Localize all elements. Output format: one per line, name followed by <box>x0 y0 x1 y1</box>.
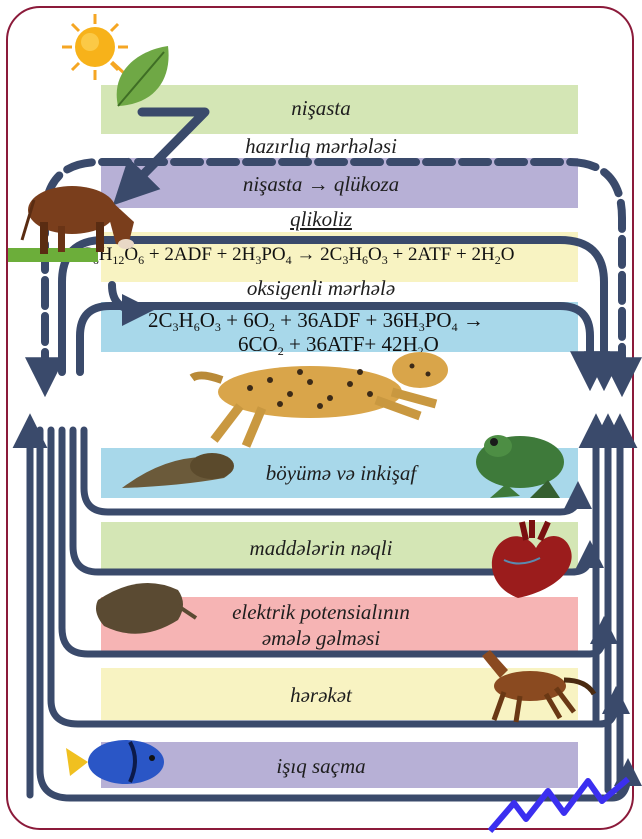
cheetah-icon <box>192 352 448 446</box>
watermark-icon <box>484 773 634 835</box>
heart-icon <box>492 520 572 598</box>
horse-icon <box>482 650 594 722</box>
fish-icon <box>66 740 164 784</box>
stingray-icon <box>96 583 196 634</box>
frog-icon <box>476 435 564 498</box>
cow-icon <box>8 186 134 262</box>
leaf-icon <box>117 46 169 106</box>
sun-icon <box>62 14 128 80</box>
tadpole-icon <box>122 453 234 488</box>
